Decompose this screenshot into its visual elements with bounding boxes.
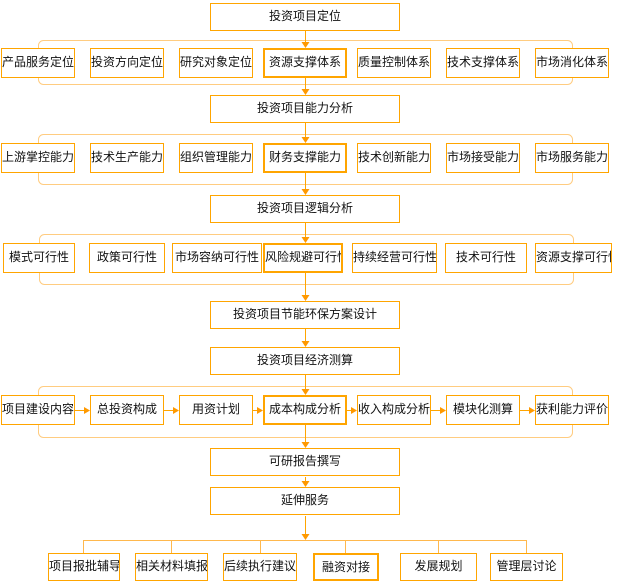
node-total-investment: 总投资构成 bbox=[90, 395, 164, 425]
node-construction-content: 项目建设内容 bbox=[1, 395, 75, 425]
arrow-down-icon bbox=[301, 89, 310, 95]
node-material-filing: 相关材料填报 bbox=[135, 553, 208, 581]
node-feasibility-report: 可研报告撰写 bbox=[210, 448, 400, 476]
arrow-down-icon bbox=[301, 42, 310, 48]
arrow-right-icon bbox=[529, 407, 535, 414]
node-market-service: 市场服务能力 bbox=[535, 143, 609, 173]
arrow-down-icon bbox=[301, 295, 310, 301]
node-logic-analysis: 投资项目逻辑分析 bbox=[210, 195, 400, 223]
node-resource-support-system: 资源支撑体系 bbox=[263, 48, 347, 78]
node-sustainable-operation: 持续经营可行性 bbox=[352, 243, 437, 273]
node-management-discussion: 管理层讨论 bbox=[490, 553, 563, 581]
node-market-absorption-system: 市场消化体系 bbox=[535, 48, 609, 78]
node-fund-plan: 用资计划 bbox=[179, 395, 253, 425]
arrow-down-icon bbox=[301, 442, 310, 448]
node-profitability-eval: 获利能力评价 bbox=[535, 395, 609, 425]
arrow-down-icon bbox=[301, 189, 310, 195]
arrow-down-icon bbox=[301, 341, 310, 347]
node-extended-services: 延伸服务 bbox=[210, 487, 400, 515]
node-product-service-positioning: 产品服务定位 bbox=[1, 48, 75, 78]
node-model-feasibility: 模式可行性 bbox=[3, 243, 75, 273]
node-income-structure: 收入构成分析 bbox=[357, 395, 431, 425]
arrow-down-icon bbox=[301, 389, 310, 395]
node-approval-coaching: 项目报批辅导 bbox=[48, 553, 120, 581]
arrow-right-icon bbox=[440, 407, 446, 414]
node-cost-structure: 成本构成分析 bbox=[263, 395, 347, 425]
node-capability-analysis: 投资项目能力分析 bbox=[210, 95, 400, 123]
node-technical-feasibility: 技术可行性 bbox=[445, 243, 527, 273]
node-market-capacity: 市场容纳可行性 bbox=[172, 243, 262, 273]
node-tech-innovation: 技术创新能力 bbox=[357, 143, 431, 173]
arrow-right-icon bbox=[351, 407, 357, 414]
node-quality-control-system: 质量控制体系 bbox=[357, 48, 431, 78]
node-development-plan: 发展规划 bbox=[400, 553, 477, 581]
node-investment-positioning: 投资项目定位 bbox=[210, 3, 400, 31]
node-org-management: 组织管理能力 bbox=[179, 143, 253, 173]
node-economic-calc: 投资项目经济测算 bbox=[210, 347, 400, 375]
node-market-acceptance: 市场接受能力 bbox=[446, 143, 520, 173]
node-financial-support: 财务支撑能力 bbox=[263, 143, 347, 173]
node-policy-feasibility: 政策可行性 bbox=[89, 243, 165, 273]
arrow-down-icon bbox=[301, 137, 310, 143]
arrow-right-icon bbox=[257, 407, 263, 414]
arrow-right-icon bbox=[173, 407, 179, 414]
node-research-object: 研究对象定位 bbox=[179, 48, 253, 78]
node-modular-calc: 模块化测算 bbox=[446, 395, 520, 425]
node-financing-matching: 融资对接 bbox=[313, 553, 379, 581]
arrow-down-icon bbox=[301, 481, 310, 487]
node-investment-direction: 投资方向定位 bbox=[90, 48, 164, 78]
arrow-right-icon bbox=[84, 407, 90, 414]
arrow-down-icon bbox=[301, 534, 310, 540]
node-tech-production: 技术生产能力 bbox=[90, 143, 164, 173]
node-green-design: 投资项目节能环保方案设计 bbox=[210, 301, 400, 329]
node-followup-advice: 后续执行建议 bbox=[223, 553, 297, 581]
node-risk-avoidance: 风险规避可行性 bbox=[263, 243, 343, 273]
node-upstream-control: 上游掌控能力 bbox=[1, 143, 75, 173]
arrow-down-icon bbox=[301, 237, 310, 243]
node-tech-support-system: 技术支撑体系 bbox=[446, 48, 520, 78]
node-resource-feasibility: 资源支撑可行性 bbox=[535, 243, 612, 273]
